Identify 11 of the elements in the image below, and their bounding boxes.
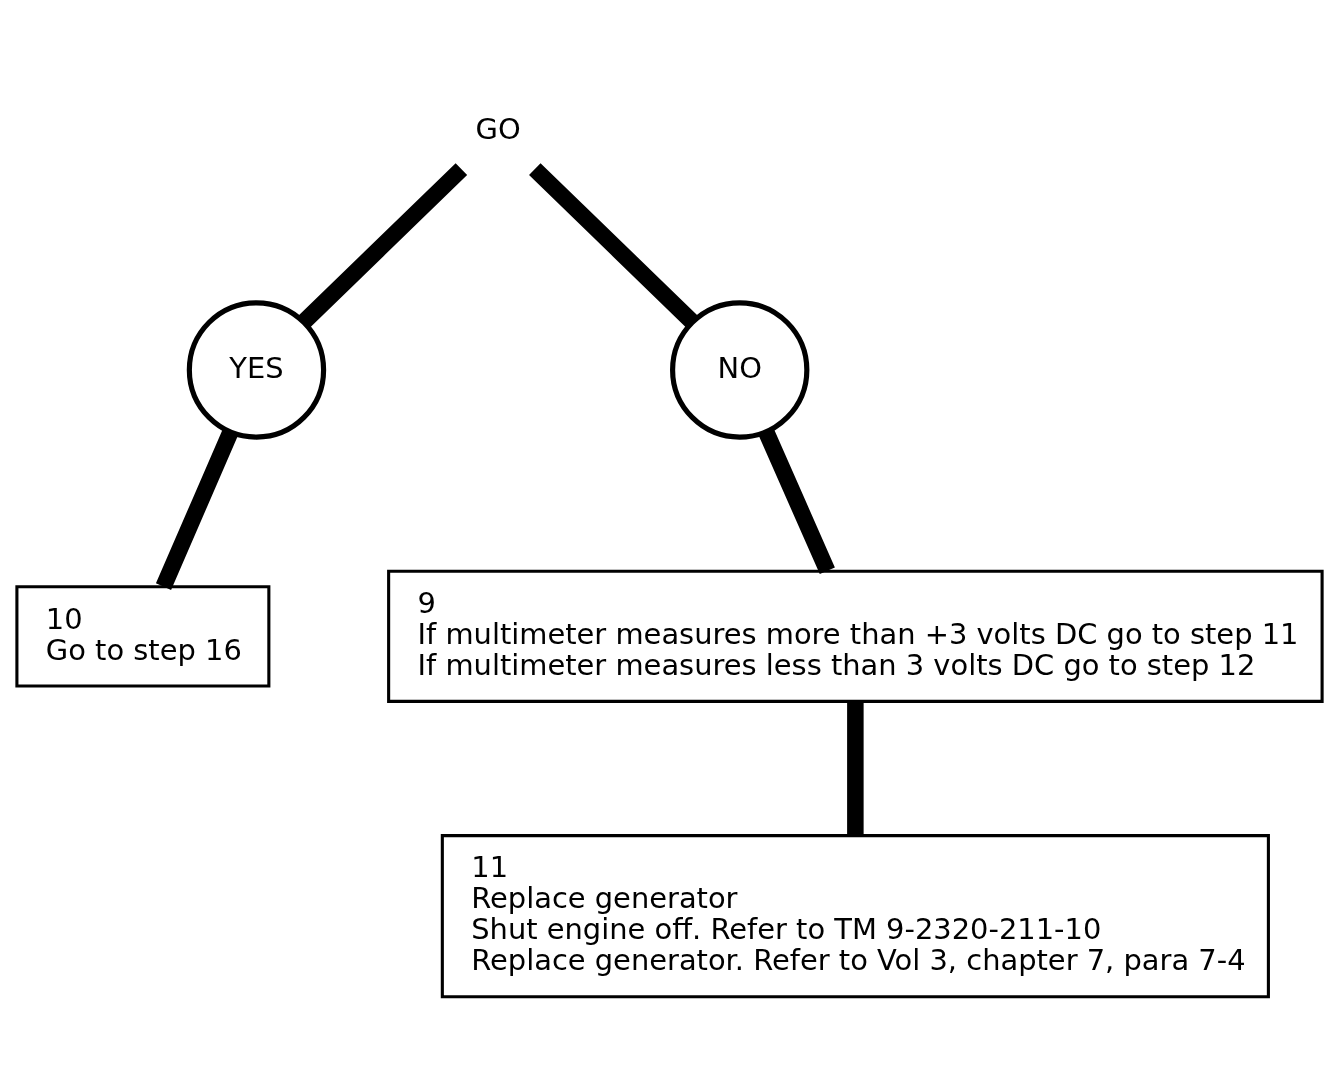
connector [758, 428, 835, 574]
node-box: 11 Replace generator Shut engine off. Refer to TM 9-2320-211-10 Replace generator. Refer to Vol 3, chapter 7, para 7-4 [440, 833, 1270, 998]
connector [298, 162, 468, 327]
node-text: GO [475, 111, 521, 146]
node-box: 10 Go to step 16 [15, 584, 271, 687]
connector [529, 162, 698, 327]
connector [155, 428, 238, 590]
node-box: 9 If multimeter measures more than +3 volts DC go to step 11 If multimeter measures less than 3 volts DC go to step 12 [387, 569, 1324, 703]
node-circle: NO [670, 299, 810, 440]
node-circle: YES [186, 299, 327, 440]
connector [847, 701, 864, 835]
